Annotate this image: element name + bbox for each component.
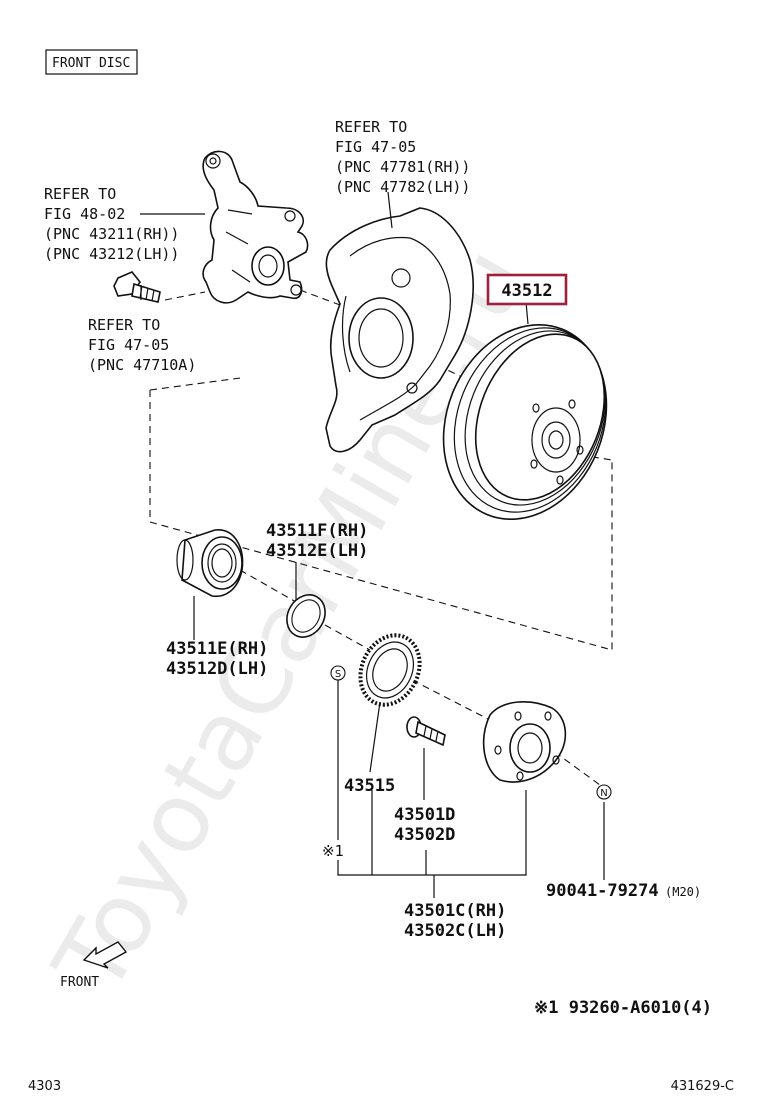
section-title-text: FRONT DISC xyxy=(52,56,130,71)
front-label: FRONT xyxy=(60,975,99,990)
part-43512-callout[interactable]: 43512 xyxy=(486,273,568,306)
svg-text:FIG 47-05: FIG 47-05 xyxy=(335,138,416,156)
part-nut-label: 90041-79274 (M20) xyxy=(546,881,701,901)
part-hub-bolt-label: 43501D 43502D xyxy=(394,805,455,845)
svg-text:(PNC 43211(RH)): (PNC 43211(RH)) xyxy=(44,225,179,243)
svg-text:N: N xyxy=(600,788,607,799)
section-title: FRONT DISC xyxy=(45,49,138,75)
front-arrow-icon: FRONT xyxy=(60,941,128,990)
svg-text:43511E(RH): 43511E(RH) xyxy=(166,639,268,659)
svg-text:(PNC 47782(LH)): (PNC 47782(LH)) xyxy=(335,178,470,196)
dust-shield xyxy=(325,207,474,453)
svg-text:FIG 48-02: FIG 48-02 xyxy=(44,205,125,223)
svg-text:43512D(LH): 43512D(LH) xyxy=(166,659,268,679)
svg-text:(PNC 47710A): (PNC 47710A) xyxy=(88,356,196,374)
steering-knuckle xyxy=(202,150,309,304)
footnote: ※1 93260-A6010(4) xyxy=(534,998,712,1018)
hub-bolt xyxy=(406,716,446,747)
abs-sensor-rotor xyxy=(358,633,422,707)
page-number-right: 431629-C xyxy=(671,1079,734,1094)
svg-text:(PNC 47781(RH)): (PNC 47781(RH)) xyxy=(335,158,470,176)
snap-ring xyxy=(286,594,326,638)
hub-bearing xyxy=(176,529,244,598)
page-number-left: 4303 xyxy=(28,1079,61,1094)
knuckle-bolt xyxy=(113,271,161,303)
mark-n: N xyxy=(596,784,612,800)
note-ref-mark: ※1 xyxy=(322,842,344,860)
ref-bolt-label: REFER TO FIG 47-05 (PNC 47710A) xyxy=(88,316,196,374)
part-snap-ring-label: 43511F(RH) 43512E(LH) xyxy=(266,521,368,561)
svg-text:FIG 47-05: FIG 47-05 xyxy=(88,336,169,354)
svg-text:90041-79274: 90041-79274 xyxy=(546,881,659,901)
svg-text:REFER TO: REFER TO xyxy=(88,316,160,334)
ref-shield-label: REFER TO FIG 47-05 (PNC 47781(RH)) (PNC … xyxy=(335,118,470,196)
mark-s: S xyxy=(330,665,346,681)
svg-text:REFER TO: REFER TO xyxy=(44,185,116,203)
svg-text:43512E(LH): 43512E(LH) xyxy=(266,541,368,561)
svg-text:43501C(RH): 43501C(RH) xyxy=(404,901,506,921)
svg-text:S: S xyxy=(335,669,341,680)
part-number-rotor: 43512 xyxy=(501,281,552,301)
svg-text:43502C(LH): 43502C(LH) xyxy=(404,921,506,941)
svg-text:(M20): (M20) xyxy=(665,885,701,899)
ref-knuckle-label: REFER TO FIG 48-02 (PNC 43211(RH)) (PNC … xyxy=(44,185,179,263)
part-hub-label: 43501C(RH) 43502C(LH) xyxy=(404,901,506,941)
part-bearing-label: 43511E(RH) 43512D(LH) xyxy=(166,639,268,679)
svg-text:REFER TO: REFER TO xyxy=(335,118,407,136)
svg-text:43501D: 43501D xyxy=(394,805,455,825)
leader-lines xyxy=(140,191,605,898)
axle-hub xyxy=(482,701,567,783)
svg-text:(PNC 43212(LH)): (PNC 43212(LH)) xyxy=(44,245,179,263)
part-sensor-rotor-label: 43515 xyxy=(344,776,395,796)
svg-text:43511F(RH): 43511F(RH) xyxy=(266,521,368,541)
svg-text:43502D: 43502D xyxy=(394,825,455,845)
disc-rotor xyxy=(442,323,608,521)
